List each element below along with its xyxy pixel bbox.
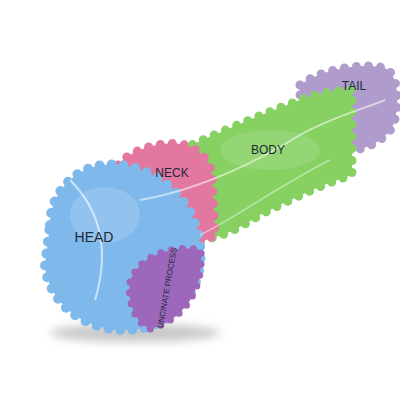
vessel-line	[200, 160, 330, 235]
neck-label: NECK	[155, 167, 188, 179]
highlight	[220, 130, 320, 170]
tail-label: TAIL	[342, 80, 366, 92]
duct-line	[140, 100, 385, 200]
body-label: BODY	[251, 144, 285, 156]
head-label: HEAD	[75, 230, 114, 244]
head-region	[45, 164, 201, 330]
highlight	[70, 187, 140, 243]
